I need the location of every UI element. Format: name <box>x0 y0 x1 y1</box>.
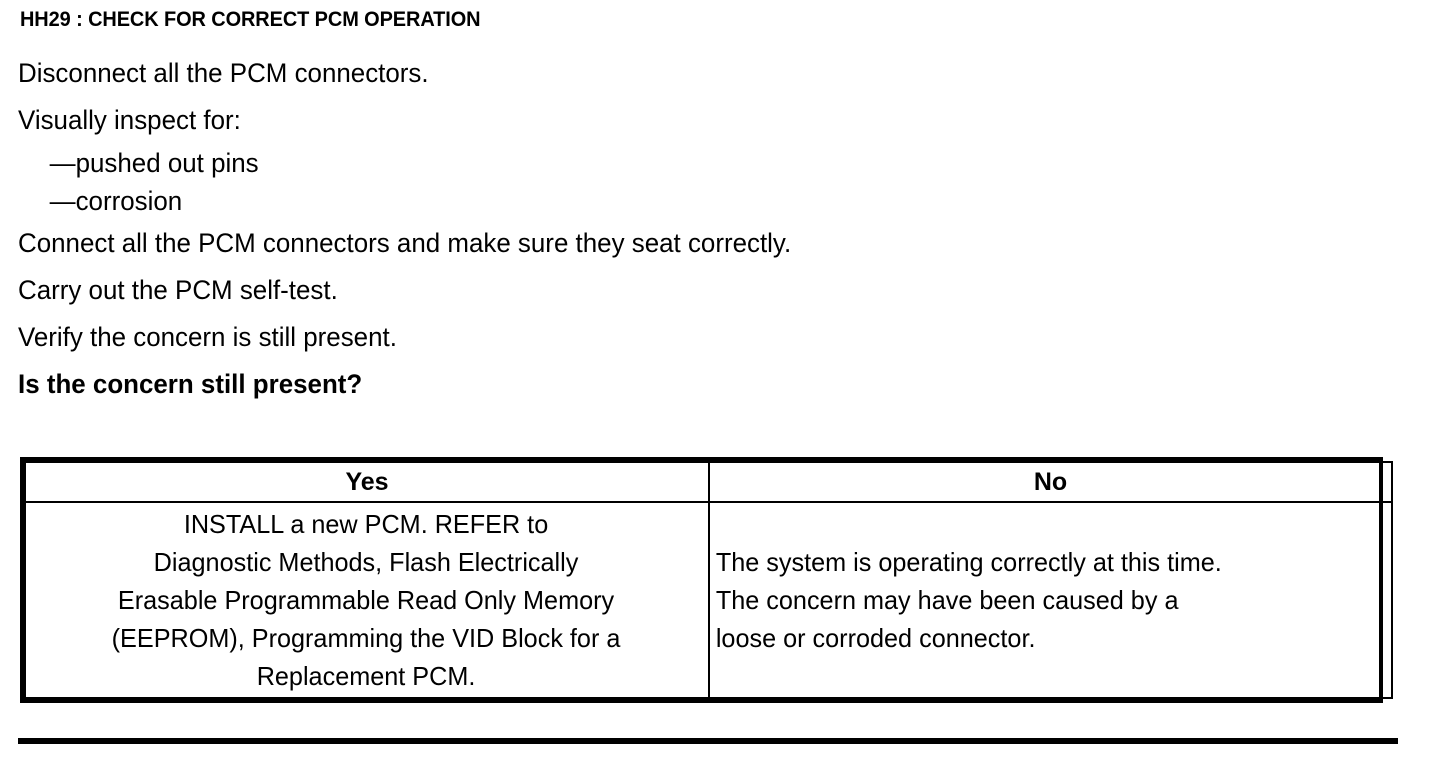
instruction-subitem-2: —corrosion <box>49 186 183 216</box>
instruction-item-1: Disconnect all the PCM connectors. <box>18 58 429 88</box>
instruction-item-2: Visually inspect for: <box>18 105 241 135</box>
instruction-item-3: Connect all the PCM connectors and make … <box>18 228 792 258</box>
instruction-subitem-1: —pushed out pins <box>49 148 259 178</box>
page-title: HH29 : CHECK FOR CORRECT PCM OPERATION <box>20 8 481 31</box>
table-row: INSTALL a new PCM. REFER to Diagnostic M… <box>24 501 1393 699</box>
instruction-item-4: Carry out the PCM self-test. <box>18 275 338 305</box>
decision-question: Is the concern still present? <box>18 369 363 399</box>
decision-table: Yes No INSTALL a new PCM. REFER to Diagn… <box>20 457 1393 703</box>
cell-yes-text: INSTALL a new PCM. REFER to Diagnostic M… <box>111 509 621 691</box>
table-header-row: Yes No <box>24 461 1393 503</box>
cell-no-text: The system is operating correctly at thi… <box>715 547 1222 653</box>
cell-yes-action: INSTALL a new PCM. REFER to Diagnostic M… <box>24 501 710 699</box>
cell-no-action: The system is operating correctly at thi… <box>708 501 1393 699</box>
column-header-no: No <box>708 461 1393 503</box>
instruction-item-5: Verify the concern is still present. <box>18 322 397 352</box>
instruction-list: Disconnect all the PCM connectors. Visua… <box>18 50 1398 408</box>
bottom-divider-rule <box>18 738 1398 744</box>
column-header-yes: Yes <box>24 461 710 503</box>
